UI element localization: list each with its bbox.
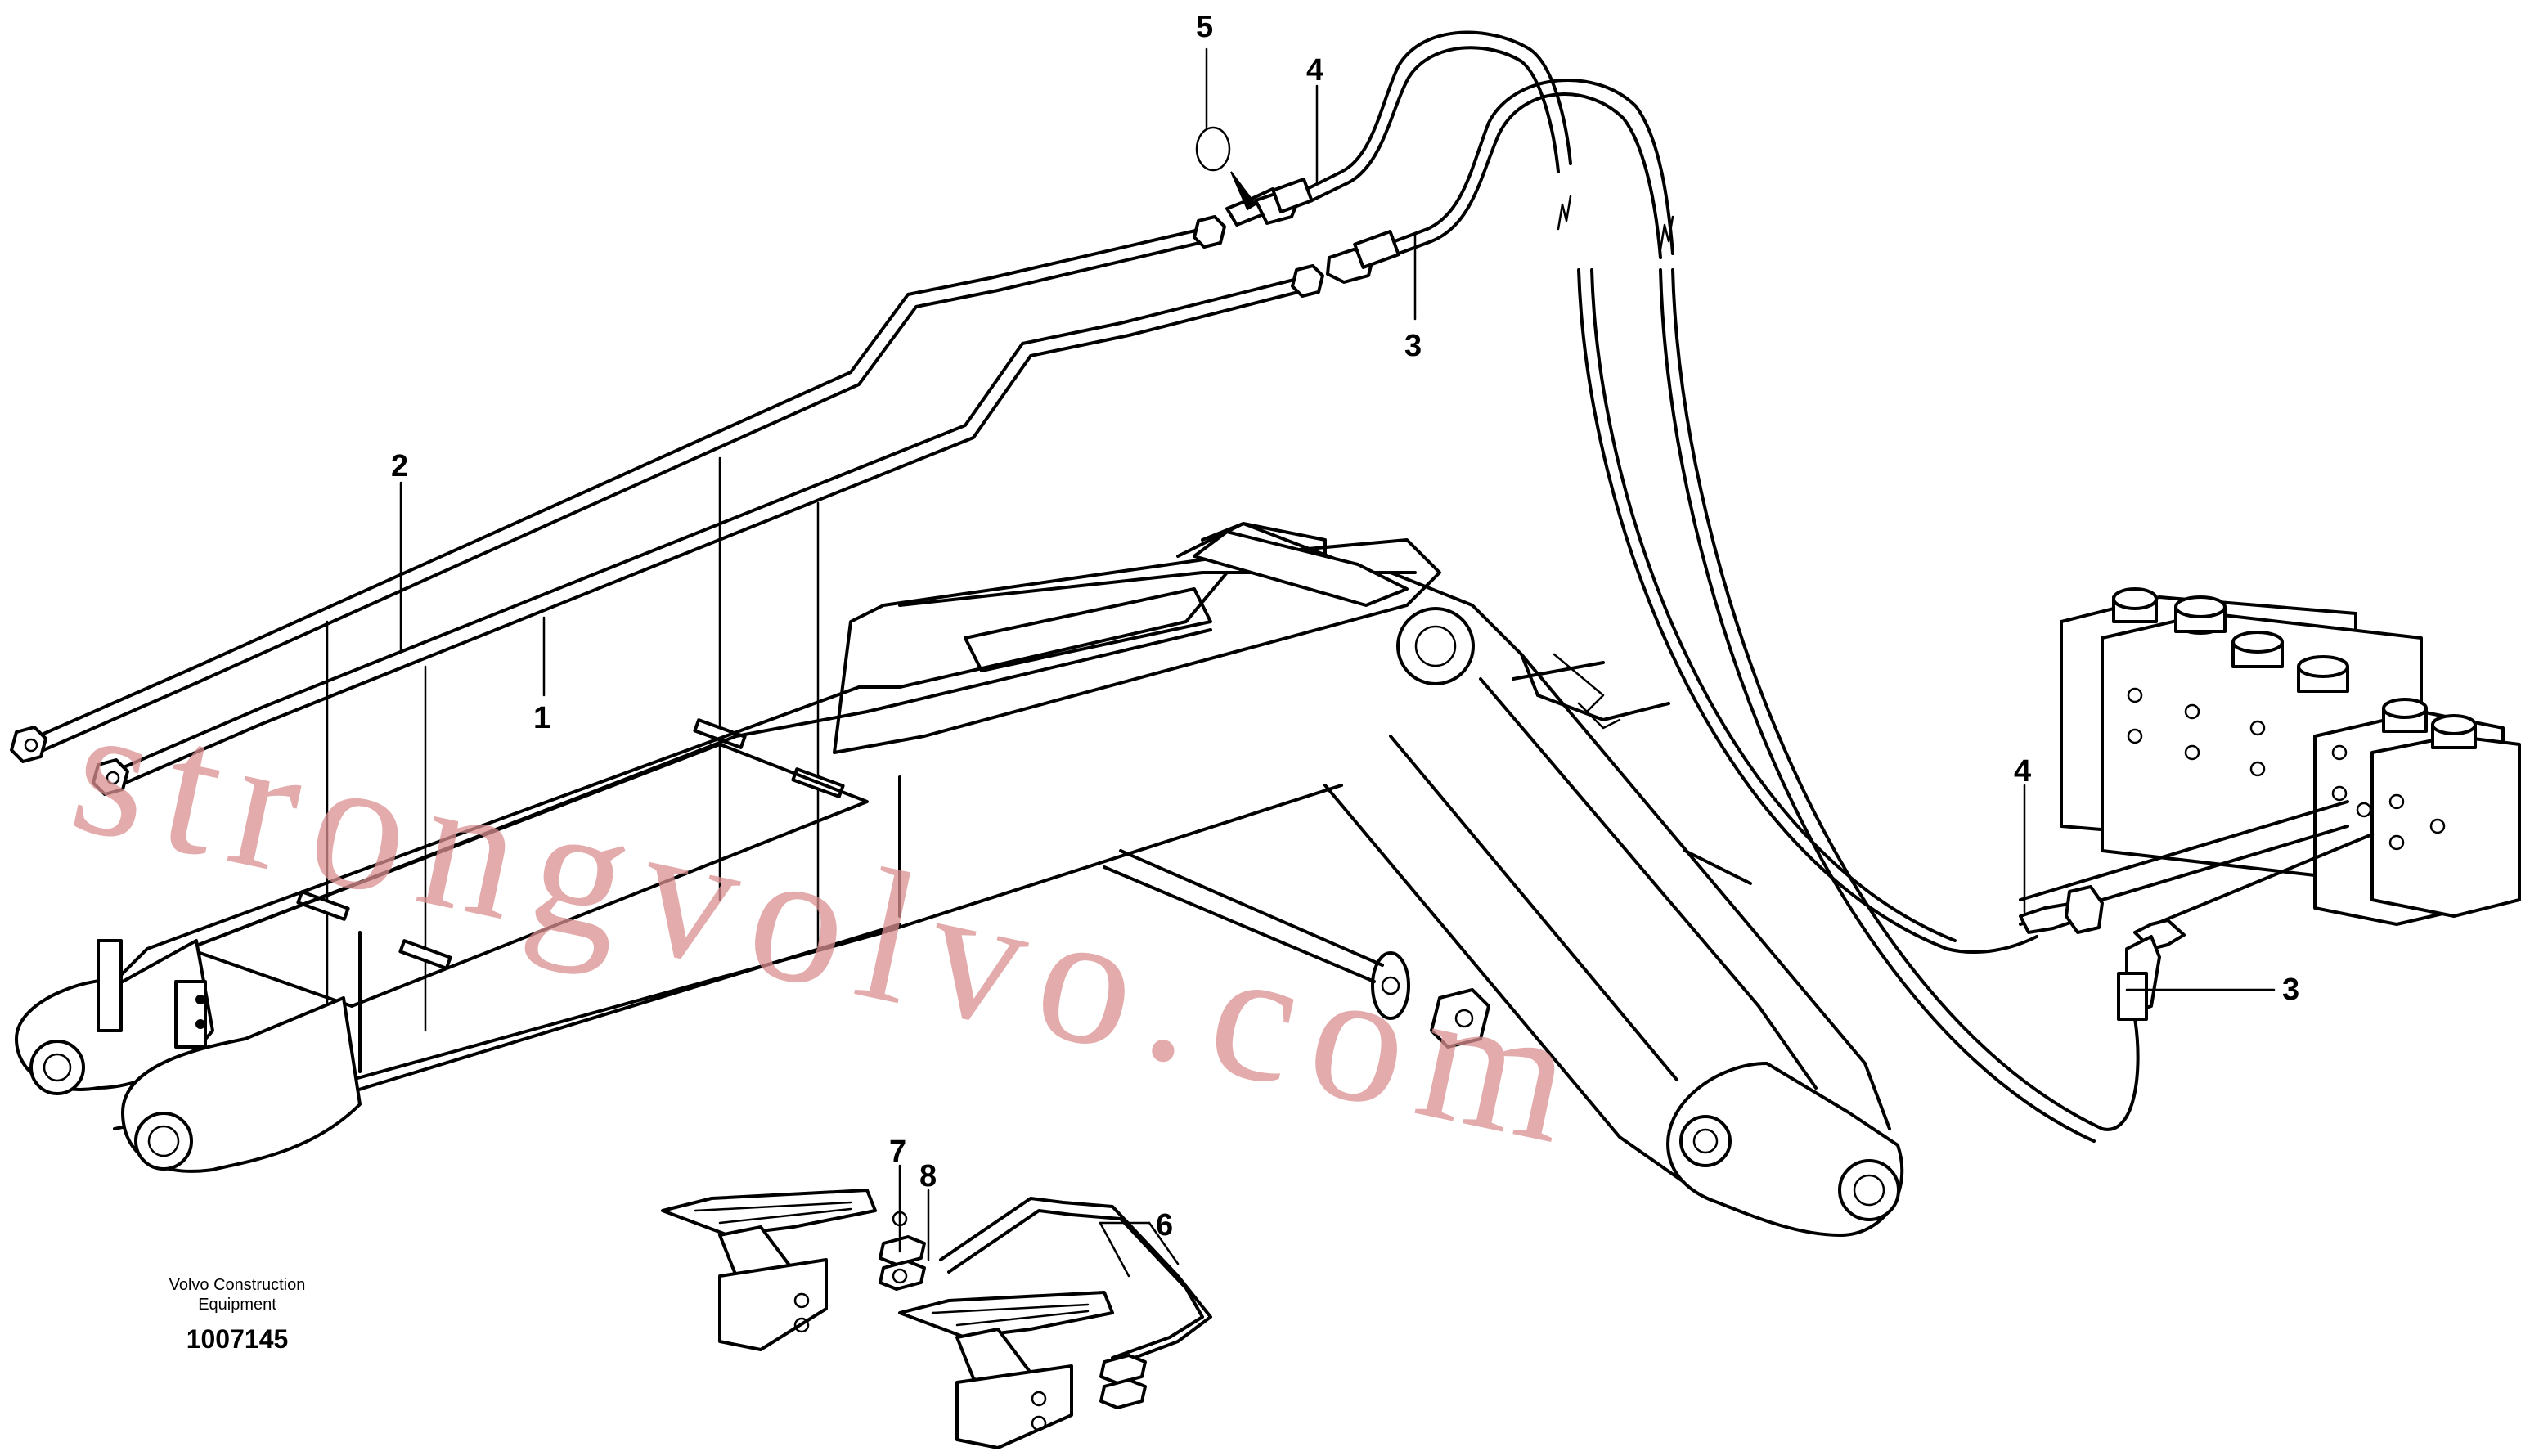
pedal-assembly (661, 1189, 1212, 1449)
tube-1 (92, 264, 1324, 796)
hose-4 (1307, 30, 1572, 202)
callout-4-top: 4 (1306, 53, 1323, 88)
callout-5: 5 (1196, 10, 1213, 44)
excavator-boom (15, 522, 1904, 1237)
callout-4-right: 4 (2014, 754, 2031, 789)
callout-leaders (399, 47, 2276, 1278)
valve-bolt-holes (2127, 687, 2446, 851)
callout-3-top: 3 (1404, 329, 1422, 363)
caption-line-1: Volvo Construction (169, 1276, 306, 1294)
callout-7: 7 (889, 1135, 906, 1169)
hose-end-fittings (2019, 885, 2186, 1021)
callout-8: 8 (919, 1159, 937, 1193)
control-valve-block (2019, 587, 2521, 934)
hose-3 (1393, 78, 1674, 259)
callout-6: 6 (1156, 1208, 1173, 1243)
hose-lower-3 (1659, 268, 2140, 1143)
hose-break-marks (1557, 195, 1674, 251)
valve-solenoids (2112, 587, 2477, 749)
hose-lower-4 (1577, 268, 2038, 955)
tube-2 (10, 215, 1226, 763)
callout-1: 1 (533, 701, 550, 735)
fittings-upper (1195, 126, 1400, 284)
callout-2: 2 (391, 449, 408, 483)
caption-line-2: Equipment (198, 1296, 276, 1314)
document-number: 1007145 (186, 1324, 289, 1354)
callout-3-right: 3 (2282, 973, 2299, 1007)
